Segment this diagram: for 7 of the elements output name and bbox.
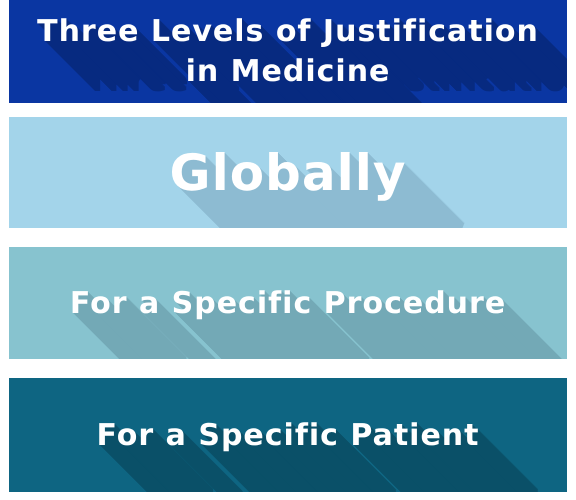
level-band (9, 117, 567, 228)
level-label: Globally (170, 144, 406, 202)
level-label: For a Specific Procedure (70, 286, 506, 320)
level-band (9, 247, 567, 359)
level-band (9, 378, 567, 492)
title: Three Levels of Justification in Medicine (36, 12, 540, 90)
level-label: For a Specific Patient (96, 418, 480, 452)
